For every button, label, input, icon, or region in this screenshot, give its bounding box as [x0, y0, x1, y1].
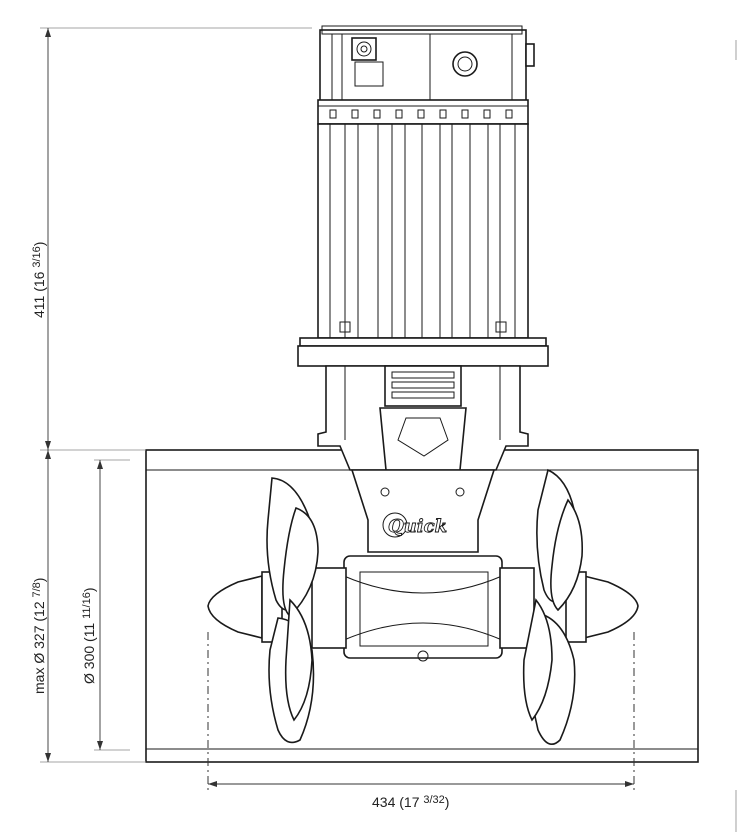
propeller-right — [522, 468, 584, 746]
diameter-dimension-label: Ø 300 (11 11/16) — [81, 587, 97, 684]
propeller-left — [266, 477, 319, 744]
height-dimension-label: 411 (16 3/16) — [31, 242, 47, 318]
svg-text:Quick: Quick — [388, 516, 447, 537]
quick-logo: Quick — [382, 512, 447, 538]
nose-cone-right — [583, 574, 639, 640]
max-diameter-dimension-label: max Ø 327 (12 7/8) — [31, 578, 47, 694]
leg-housing — [317, 365, 529, 553]
width-dimension-label: 434 (17 3/32) — [372, 794, 449, 810]
connector-left-icon — [351, 37, 377, 61]
connector-right-icon — [452, 51, 478, 77]
gear-hub — [311, 555, 535, 662]
motor-housing — [297, 25, 549, 367]
nose-cone-left — [207, 574, 263, 640]
